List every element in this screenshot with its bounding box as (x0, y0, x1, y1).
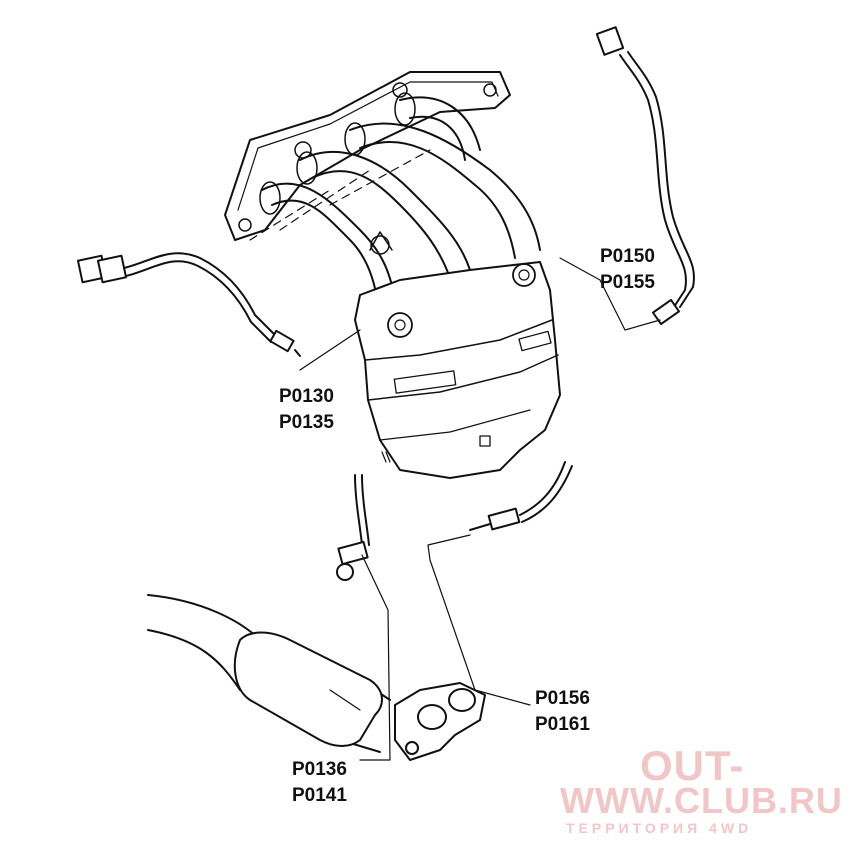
code-p0136: P0136 (292, 759, 347, 780)
code-p0155: P0155 (600, 272, 655, 293)
code-p0141: P0141 (292, 785, 347, 806)
leader-p0136 (359, 554, 391, 761)
resonator (233, 631, 383, 747)
runner-2 (299, 151, 471, 271)
manifold-flange (224, 71, 511, 241)
code-p0161: P0161 (535, 714, 590, 735)
leader-p0130 (299, 329, 361, 371)
code-p0156: P0156 (535, 688, 590, 709)
code-label-p0156: P0156 P0161 (535, 686, 590, 738)
code-p0135: P0135 (279, 412, 334, 433)
oxygen-sensor-downstream-rear (469, 461, 573, 531)
code-label-p0150: P0150 P0155 (600, 244, 655, 296)
watermark-line-3: ТЕРРИТОРИЯ 4WD (566, 820, 753, 836)
oxygen-sensor-downstream-front (336, 474, 370, 581)
code-label-p0136: P0136 P0141 (292, 757, 347, 809)
watermark-line-2: WWW.CLUB.RU (560, 780, 843, 821)
catalytic-converter (354, 261, 561, 479)
leader-p0150 (559, 257, 661, 331)
code-p0150: P0150 (600, 246, 655, 267)
pipe-flange (394, 682, 486, 761)
watermark-line-1: OUT- (640, 742, 745, 789)
oxygen-sensor-upstream-left (76, 252, 301, 357)
leader-p0156 (427, 534, 531, 706)
runner-1 (261, 182, 396, 301)
oxygen-sensor-upstream-right (595, 26, 695, 326)
code-p0130: P0130 (279, 386, 334, 407)
code-label-p0130: P0130 P0135 (279, 384, 334, 436)
runner-3 (349, 122, 541, 251)
